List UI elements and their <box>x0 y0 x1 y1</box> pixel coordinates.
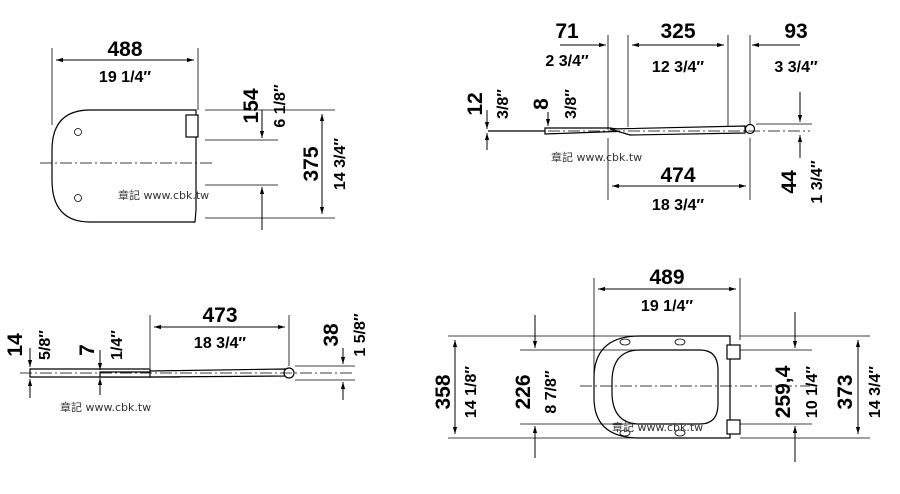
lid-in: 1/4″ <box>109 330 126 360</box>
offset-mm-label: 154 <box>240 88 263 123</box>
depth-mm: 473 <box>202 304 237 327</box>
opening-mm: 226 <box>512 374 535 409</box>
hinge-in: 1 5/8″ <box>352 313 369 357</box>
rear-in: 3 3/4″ <box>774 59 818 76</box>
total-mm: 373 <box>834 374 857 409</box>
width-mm-label: 488 <box>107 38 142 61</box>
outer-mm: 358 <box>432 374 455 409</box>
depth-mm: 474 <box>660 164 695 187</box>
outer-in: 14 1/8″ <box>463 366 480 418</box>
bumper <box>619 338 631 346</box>
watermark: 章記 www.cbk.tw <box>60 400 151 414</box>
bumper <box>674 338 686 346</box>
watermark: 章記 www.cbk.tw <box>551 150 642 164</box>
thickness-mm: 12 <box>464 92 487 115</box>
height-mm: 14 <box>4 333 27 357</box>
width-in-label: 19 1/4″ <box>99 69 151 86</box>
depth-in: 18 3/4″ <box>194 335 246 352</box>
inner-in: 10 1/4″ <box>804 366 821 418</box>
height-in: 5/8″ <box>37 330 54 360</box>
hinge-mm: 38 <box>320 323 343 347</box>
watermark: 章記 www.cbk.tw <box>118 188 209 202</box>
length-in-label: 14 3/4″ <box>332 138 349 190</box>
hinge-span-mm: 325 <box>660 20 695 43</box>
lid-mm: 8 <box>530 98 553 110</box>
top-view: 488 19 1/4″ 154 6 1/8″ 375 14 3/4″ 章記 ww… <box>40 38 349 230</box>
width-in: 19 1/4″ <box>641 298 693 315</box>
hinge-block <box>726 419 741 435</box>
width-mm: 489 <box>649 266 684 289</box>
bumper <box>619 429 631 437</box>
total-in: 14 3/4″ <box>867 366 884 418</box>
rear-mm: 93 <box>784 20 807 43</box>
lid-mm: 7 <box>76 344 99 356</box>
offset-in-label: 6 1/8″ <box>272 84 289 128</box>
hinge-pivot <box>744 123 756 135</box>
hinge-offset-mm: 71 <box>555 20 579 43</box>
bumper <box>674 429 686 437</box>
hinge-span-in: 12 3/4″ <box>652 59 704 76</box>
seat-opening <box>611 349 719 425</box>
height-mm: 44 <box>778 170 801 194</box>
length-mm-label: 375 <box>300 146 323 181</box>
lid-in: 3/8″ <box>563 89 580 119</box>
inner-mm: 259,4 <box>772 365 795 418</box>
watermark: 章記 www.cbk.tw <box>612 420 703 434</box>
lid-outline-top <box>51 109 197 223</box>
screw-hole <box>74 128 82 136</box>
opening-in: 8 7/8″ <box>543 370 560 414</box>
hinge-block <box>726 344 741 360</box>
screw-hole <box>74 194 82 202</box>
thickness-in: 3/8″ <box>495 89 512 119</box>
hinge-offset-in: 2 3/4″ <box>545 53 589 70</box>
seat-view: 489 19 1/4″ 358 14 1/8″ 226 8 7/8″ 259,4… <box>432 266 884 462</box>
side-view-bottom: 473 18 3/4″ 14 5/8″ 7 1/4″ 38 1 5/8″ 章記 … <box>4 304 369 414</box>
depth-in: 18 3/4″ <box>652 197 704 214</box>
height-in: 1 3/4″ <box>809 160 826 204</box>
hinge-block <box>185 114 199 138</box>
lid-profile <box>609 125 746 136</box>
side-view-top: 71 2 3/4″ 325 12 3/4″ 93 3 3/4″ 12 3/8″ … <box>464 20 826 214</box>
